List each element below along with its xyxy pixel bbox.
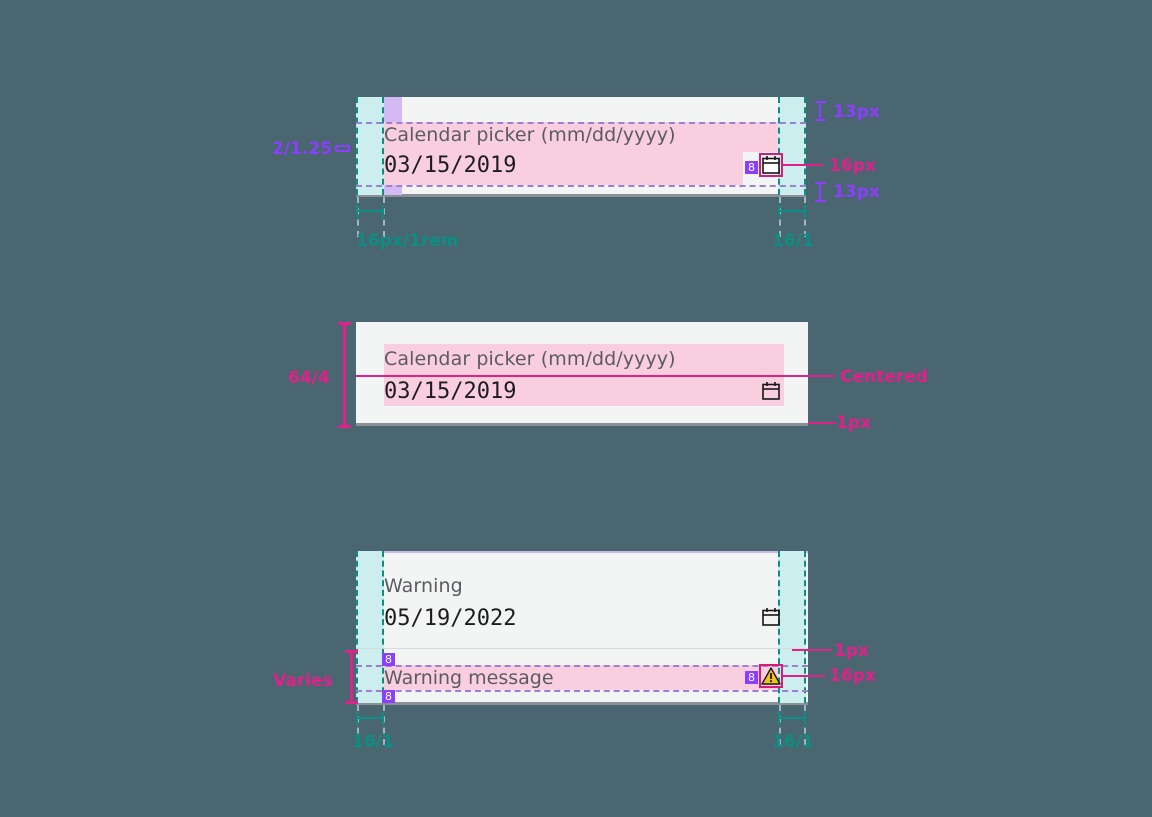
spec1-guide-bottom	[356, 185, 806, 187]
spec1-icon-size-label: 16px	[829, 156, 876, 176]
spec3-height-label: Varies	[273, 671, 333, 691]
spec1-icon-gap-badge: 8	[745, 161, 758, 174]
spec3-warning-icon-selection-box	[759, 664, 783, 688]
spec1-left-padding-highlight	[356, 97, 384, 195]
spec1-calendar-icon[interactable]	[761, 155, 781, 175]
spec1-bottom-spacing-label: 13px	[833, 182, 880, 202]
spec2-height-label: 64/4	[288, 368, 330, 388]
spec3-bottom-gap-badge: 8	[382, 690, 395, 703]
spec1-card-bottom-border	[356, 194, 806, 197]
spec1-right-padding-label: 16/1	[772, 231, 814, 251]
spec3-card-top-border	[356, 551, 808, 553]
spec3-right-padding-measure	[778, 712, 806, 725]
spec1-icon-selection-box	[759, 153, 783, 177]
spec3-right-pad-tick-b	[804, 705, 806, 745]
spec3-left-pad-tick-b	[383, 705, 385, 745]
spec2-center-line	[356, 375, 835, 377]
spec3-helper-text: Warning message	[384, 667, 554, 689]
spec2-card-bottom-border	[356, 423, 808, 426]
spec3-right-pad-dash-right	[804, 551, 806, 703]
spec3-value: 05/19/2022	[384, 606, 517, 631]
spec1-top-spacing-label: 13px	[833, 102, 880, 122]
spec3-icon-gap-badge: 8	[745, 671, 758, 684]
spec1-left-pad-dash-right	[382, 97, 384, 195]
spec2-border-leader	[808, 422, 836, 424]
spec1-label: Calendar picker (mm/dd/yyyy)	[384, 124, 676, 146]
spec1-left-pad-tick-a	[357, 197, 359, 237]
spec2-border-label: 1px	[836, 413, 871, 433]
spec3-left-padding-highlight	[356, 551, 384, 703]
spec1-left-padding-label: 16px/1rem	[356, 231, 459, 251]
spec3-icon-size-label: 16px	[829, 666, 876, 686]
spec1-right-pad-tick-a	[779, 197, 781, 237]
spec3-icon-size-leader	[783, 675, 825, 677]
spec1-ratio-marker	[335, 145, 350, 152]
spec1-guide-top	[356, 122, 806, 124]
spec3-guide-top	[356, 665, 808, 667]
spec1-value: 03/15/2019	[384, 153, 517, 178]
spec3-divider-label: 1px	[834, 641, 869, 661]
spec3-divider-leader	[792, 649, 832, 651]
spec3-right-pad-tick-a	[779, 705, 781, 745]
spec1-value-highlight	[384, 152, 743, 185]
spec2-alignment-label: Centered	[840, 367, 928, 387]
spec1-right-padding-highlight	[778, 97, 806, 195]
spec1-ratio-annotation: 2/1.25	[272, 139, 332, 159]
spec3-guide-bottom	[356, 690, 808, 692]
spec1-right-pad-dash-right	[804, 97, 806, 195]
spec1-right-pad-dash-left	[778, 97, 780, 195]
spec3-divider	[356, 648, 808, 649]
spec1-left-padding-measure	[356, 205, 384, 218]
spec3-card-bottom-border	[356, 702, 808, 705]
spec3-left-padding-measure	[356, 712, 384, 725]
spec3-calendar-icon[interactable]	[761, 607, 781, 627]
spec3-height-measure	[345, 650, 358, 704]
spec3-right-padding-label: 16/1	[772, 732, 814, 752]
spec3-top-gap-badge: 8	[382, 653, 395, 666]
spec1-bottom-spacing-measure	[815, 182, 826, 202]
spec2-calendar-icon[interactable]	[761, 381, 781, 401]
spec3-label: Warning	[384, 575, 463, 597]
spec3-right-pad-dash-left	[778, 551, 780, 703]
spec3-left-pad-dash-right	[382, 551, 384, 703]
spec3-left-pad-dash-left	[356, 551, 358, 703]
spec1-icon-size-leader	[783, 164, 823, 166]
spec3-left-padding-label: 16/1	[352, 732, 394, 752]
spec3-left-pad-tick-a	[357, 705, 359, 745]
spec3-helper-highlight	[384, 665, 778, 690]
spec1-label-highlight	[384, 122, 778, 152]
spec2-value: 03/15/2019	[384, 379, 517, 404]
spec1-right-padding-measure	[778, 205, 806, 218]
spec2-height-measure	[338, 322, 351, 428]
spec1-left-pad-dash-left	[356, 97, 358, 195]
spec3-warning-triangle-icon[interactable]	[761, 666, 781, 686]
spec1-left-pad-tick-b	[383, 197, 385, 237]
spec1-top-spacing-measure	[815, 101, 826, 121]
spec2-label: Calendar picker (mm/dd/yyyy)	[384, 348, 676, 370]
